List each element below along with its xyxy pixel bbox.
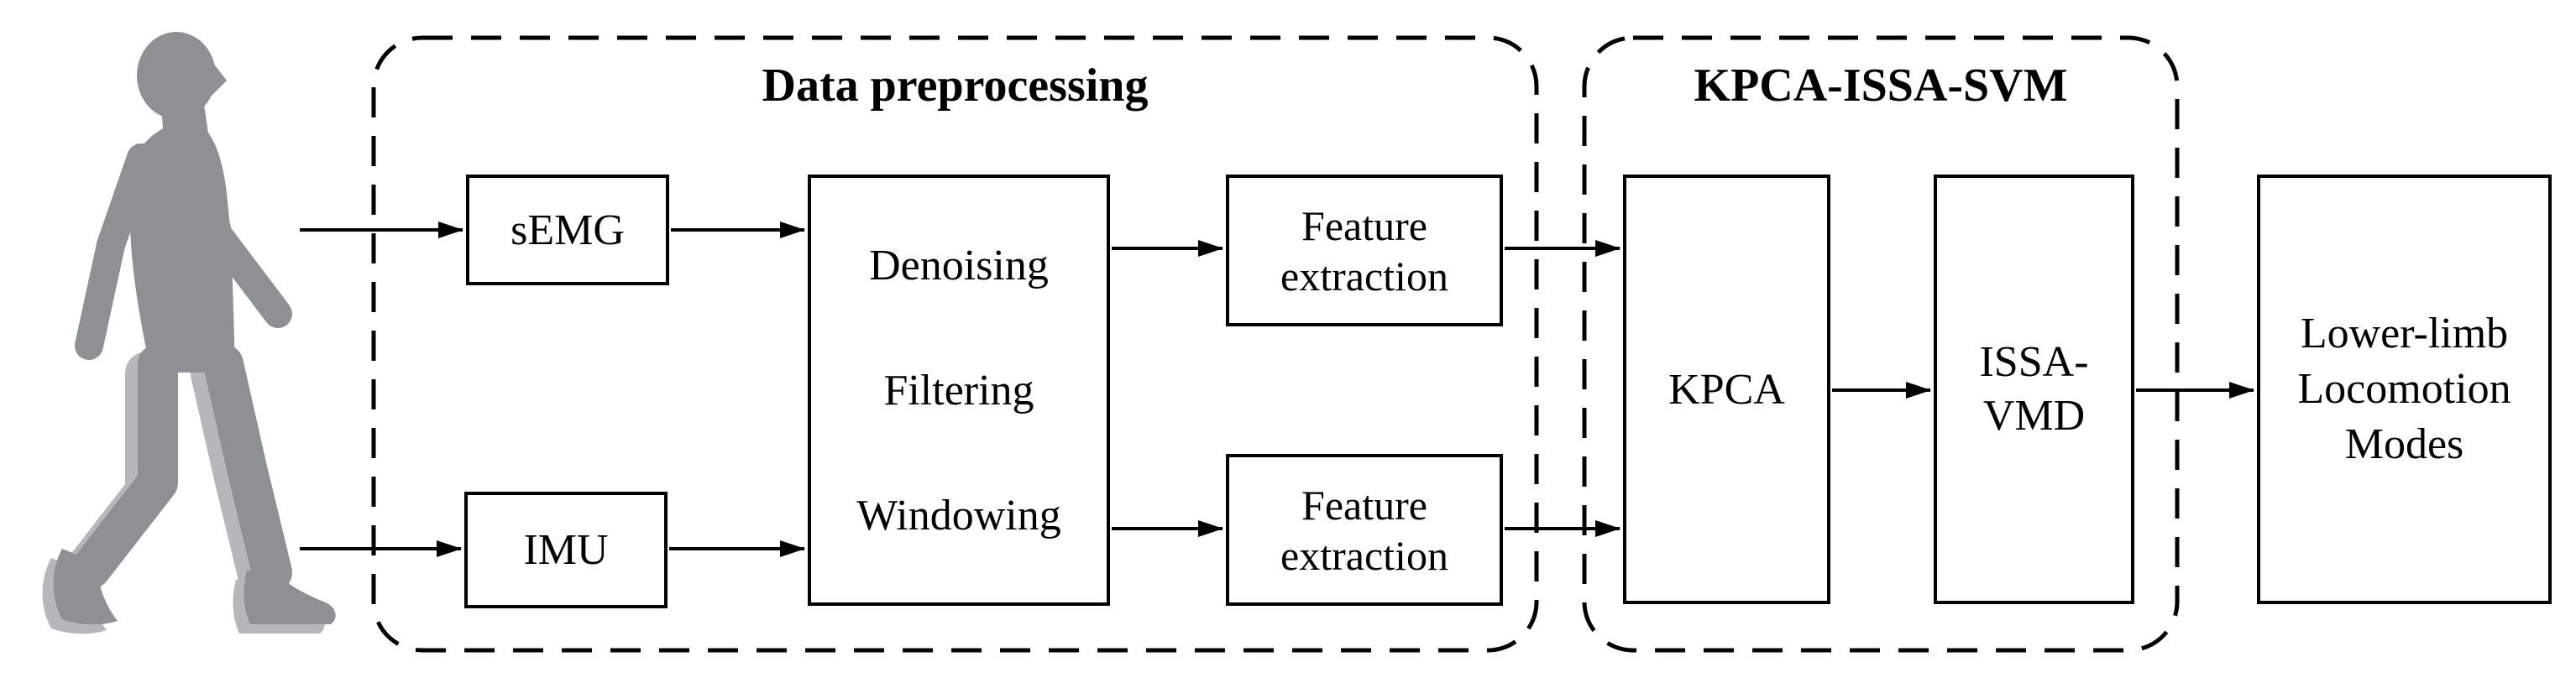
node-kpca: KPCA — [1623, 175, 1830, 604]
node-feature-extraction-top: Feature extraction — [1226, 175, 1503, 326]
walking-person-illustration — [42, 32, 336, 634]
preprocess-step-denoising: Denoising — [869, 241, 1049, 289]
rear-boot — [53, 549, 118, 625]
output-line2: Locomotion — [2297, 365, 2511, 413]
fe-top-line1: Feature — [1301, 201, 1427, 249]
node-kpca-label: KPCA — [1668, 365, 1785, 414]
front-boot — [243, 571, 336, 624]
node-preprocess-steps: Denoising Filtering Windowing — [808, 175, 1110, 606]
node-feature-extraction-bottom: Feature extraction — [1226, 454, 1503, 606]
node-semg-label: sEMG — [510, 206, 625, 254]
preprocess-step-windowing: Windowing — [856, 491, 1061, 540]
face-profile-nose — [208, 59, 227, 99]
dashed-group-classifier — [1582, 35, 2180, 653]
node-semg: sEMG — [466, 175, 669, 285]
dashed-group-preprocessing — [371, 35, 1539, 653]
group-title-classifier: KPCA-ISSA-SVM — [1694, 60, 2068, 112]
fe-bottom-line2: extraction — [1280, 531, 1448, 579]
front-arm — [182, 138, 292, 328]
preprocess-step-filtering: Filtering — [883, 366, 1034, 414]
group-title-preprocessing: Data preprocessing — [762, 60, 1149, 112]
fe-bottom-line1: Feature — [1301, 481, 1427, 529]
node-imu: IMU — [464, 492, 668, 608]
node-locomotion-modes: Lower-limb Locomotion Modes — [2257, 175, 2552, 604]
output-line3: Modes — [2344, 420, 2464, 468]
output-line1: Lower-limb — [2300, 310, 2509, 357]
rear-leg — [71, 344, 178, 589]
issa-vmd-line2: VMD — [1982, 392, 2086, 440]
issa-vmd-line1: ISSA- — [1979, 338, 2089, 386]
node-issa-vmd: ISSA- VMD — [1934, 175, 2134, 604]
front-leg — [203, 344, 292, 592]
fe-top-line2: extraction — [1280, 252, 1448, 300]
walking-person-body — [53, 32, 336, 625]
rear-arm — [75, 143, 155, 360]
node-imu-label: IMU — [523, 526, 609, 574]
